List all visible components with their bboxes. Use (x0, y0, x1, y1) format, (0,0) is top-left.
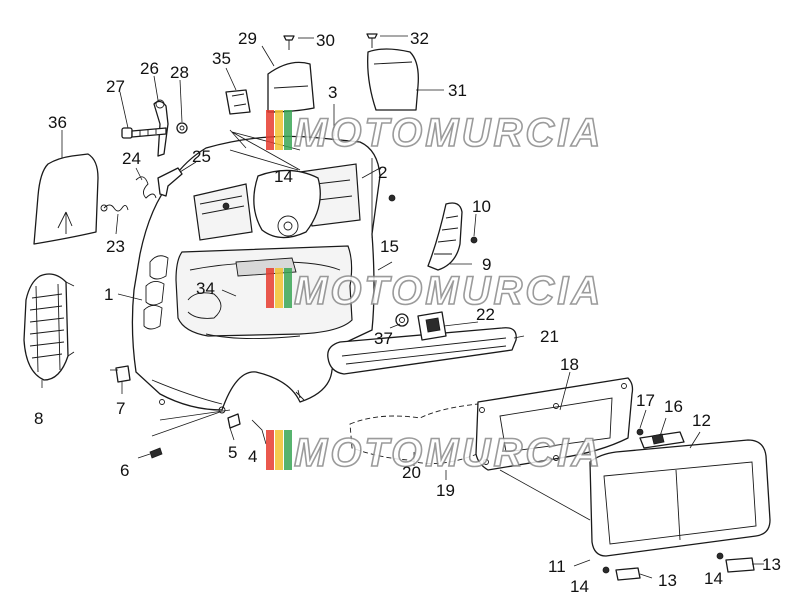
callout-23: 23 (106, 237, 125, 256)
part-18-floor-plate (475, 377, 634, 471)
screw-30 (283, 35, 295, 50)
callout-22: 22 (476, 305, 495, 324)
part-37-grommet (395, 313, 409, 327)
screw-10 (470, 236, 478, 244)
callout-4: 4 (248, 447, 257, 466)
clip-7 (115, 365, 131, 383)
part-13-bracket-left (615, 567, 641, 581)
part-21-trim-strip (327, 327, 517, 375)
part-17-screw (636, 428, 644, 436)
callout-28: 28 (170, 63, 189, 82)
callout-3: 3 (328, 83, 337, 102)
callout-10: 10 (472, 197, 491, 216)
part-1-legshield-body (131, 135, 381, 414)
part-8-side-grille (23, 273, 75, 381)
screw-14-c (716, 552, 724, 560)
callout-26: 26 (140, 59, 159, 78)
callout-8: 8 (34, 409, 43, 428)
callout-15: 15 (380, 237, 399, 256)
watermark-1: MOTOMURCIA (266, 110, 603, 156)
callout-9: 9 (482, 255, 491, 274)
callout-34: 34 (196, 279, 215, 298)
part-24-spring (135, 176, 157, 199)
callout-14b: 14 (570, 577, 589, 596)
callout-6: 6 (120, 461, 129, 480)
screw-2 (388, 194, 396, 202)
callout-13b: 13 (762, 555, 781, 574)
callout-1: 1 (104, 285, 113, 304)
part-31-side-cover (367, 48, 419, 111)
screw-14-b (602, 566, 610, 574)
callout-37: 37 (374, 329, 393, 348)
watermark-3: MOTOMURCIA (266, 430, 603, 476)
watermark-text: MOTOMURCIA (294, 111, 603, 155)
part-23-spring (100, 204, 129, 212)
callout-19: 19 (436, 481, 455, 500)
callout-21: 21 (540, 327, 559, 346)
callout-36: 36 (48, 113, 67, 132)
part-35-clip (225, 89, 251, 115)
part-22-switch (417, 311, 447, 341)
callout-7: 7 (116, 399, 125, 418)
part-9-side-grille (427, 202, 463, 271)
callout-31: 31 (448, 81, 467, 100)
part-29-top-cover (267, 61, 315, 113)
part-13-bracket-right (725, 557, 755, 573)
part-25-bracket (157, 167, 183, 197)
leader-lines (41, 35, 764, 579)
part-16-clip (639, 431, 685, 449)
callout-13a: 13 (658, 571, 677, 590)
part-28-nut (176, 122, 188, 134)
callout-27: 27 (106, 77, 125, 96)
callout-30: 30 (316, 31, 335, 50)
callout-20: 20 (402, 463, 421, 482)
callout-32: 32 (410, 29, 429, 48)
screw-14-a (222, 202, 230, 210)
callout-16: 16 (664, 397, 683, 416)
watermark-text: MOTOMURCIA (294, 269, 603, 313)
watermark-text: MOTOMURCIA (294, 431, 603, 475)
callout-24: 24 (122, 149, 141, 168)
callout-35: 35 (212, 49, 231, 68)
screw-5 (227, 413, 241, 429)
watermark-2: MOTOMURCIA (266, 268, 603, 314)
callout-14a: 14 (274, 167, 293, 186)
callout-14c: 14 (704, 569, 723, 588)
callout-29: 29 (238, 29, 257, 48)
callout-17: 17 (636, 391, 655, 410)
screw-32 (366, 33, 378, 48)
callout-12: 12 (692, 411, 711, 430)
part-27-bolt (121, 127, 167, 139)
part-12-floor-mat (589, 439, 771, 557)
callout-18: 18 (560, 355, 579, 374)
callout-labels: 1 2 3 4 5 6 7 8 9 10 11 12 13 13 14 14 1… (34, 29, 781, 596)
screw-6 (149, 447, 163, 459)
callout-2: 2 (378, 163, 387, 182)
callout-11: 11 (548, 557, 566, 576)
callout-25: 25 (192, 147, 211, 166)
part-36-panel (33, 153, 99, 245)
callout-5: 5 (228, 443, 237, 462)
